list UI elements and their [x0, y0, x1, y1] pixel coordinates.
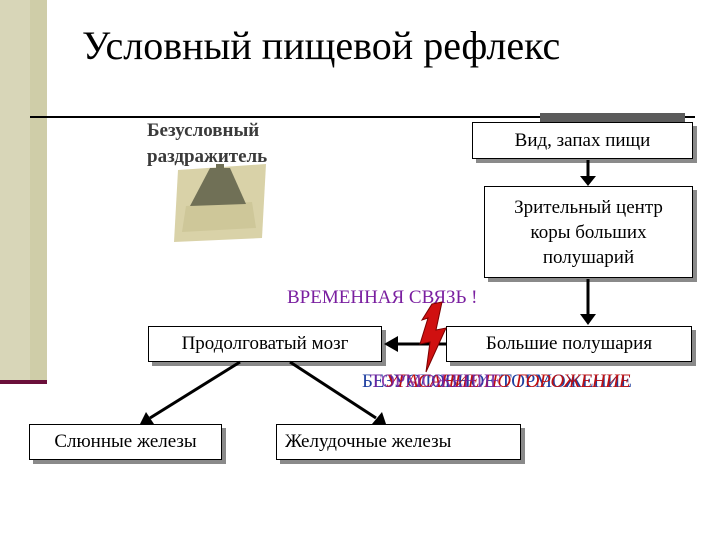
decorative-sidebar-stripe	[30, 0, 47, 382]
lightning-icon	[419, 301, 447, 373]
salivary-glands-box: Слюнные железы	[29, 424, 222, 460]
decorative-sidebar	[0, 0, 30, 382]
gastric-glands-box: Желудочные железы	[276, 424, 521, 460]
arrowhead-visual-to-hemispheres	[580, 314, 596, 325]
title-divider-accent	[540, 113, 685, 123]
inhibition-label-1: БЕЗУСЛОВНОЕ ТОРМОЖЕНИЕ	[362, 371, 632, 392]
visual-center-box: Зрительный центр коры больших полушарий	[484, 186, 693, 278]
arrowhead-medulla-to-gastric	[372, 412, 386, 424]
visual-center-line-2: коры больших	[530, 221, 647, 243]
arrow-medulla-to-gastric	[289, 360, 377, 420]
decorative-sidebar-end	[0, 380, 47, 384]
inhibition-label-2: УГАСАНИЕ ПО ГОРОЖЕНИЕ	[385, 371, 631, 392]
sight-smell-box: Вид, запах пищи	[472, 122, 693, 159]
slide-title: Условный пищевой рефлекс	[82, 23, 561, 68]
visual-center-line-3: полушарий	[542, 246, 635, 268]
arrowhead-sight-to-visual	[580, 176, 596, 186]
stimulus-line-1: Безусловный	[147, 120, 260, 141]
unconditioned-stimulus-label: Безусловный раздражитель	[147, 118, 267, 170]
temporary-connection-label: ВРЕМЕННАЯ СВЯЗЬ !	[287, 287, 478, 308]
arrow-medulla-to-salivary	[149, 360, 241, 420]
stimulus-line-2: раздражитель	[147, 146, 268, 167]
title-divider	[30, 116, 695, 118]
arrowhead-medulla-to-salivary	[140, 412, 154, 424]
medulla-box: Продолговатый мозг	[148, 326, 382, 362]
inhibition-label-3: ТОРМОЖЕНИЕ	[370, 371, 502, 392]
arrowhead-hemispheres-to-medulla	[384, 336, 398, 352]
bell-icon	[174, 164, 266, 242]
visual-center-line-1: Зрительный центр	[514, 196, 663, 218]
hemispheres-box: Большие полушария	[446, 326, 692, 362]
